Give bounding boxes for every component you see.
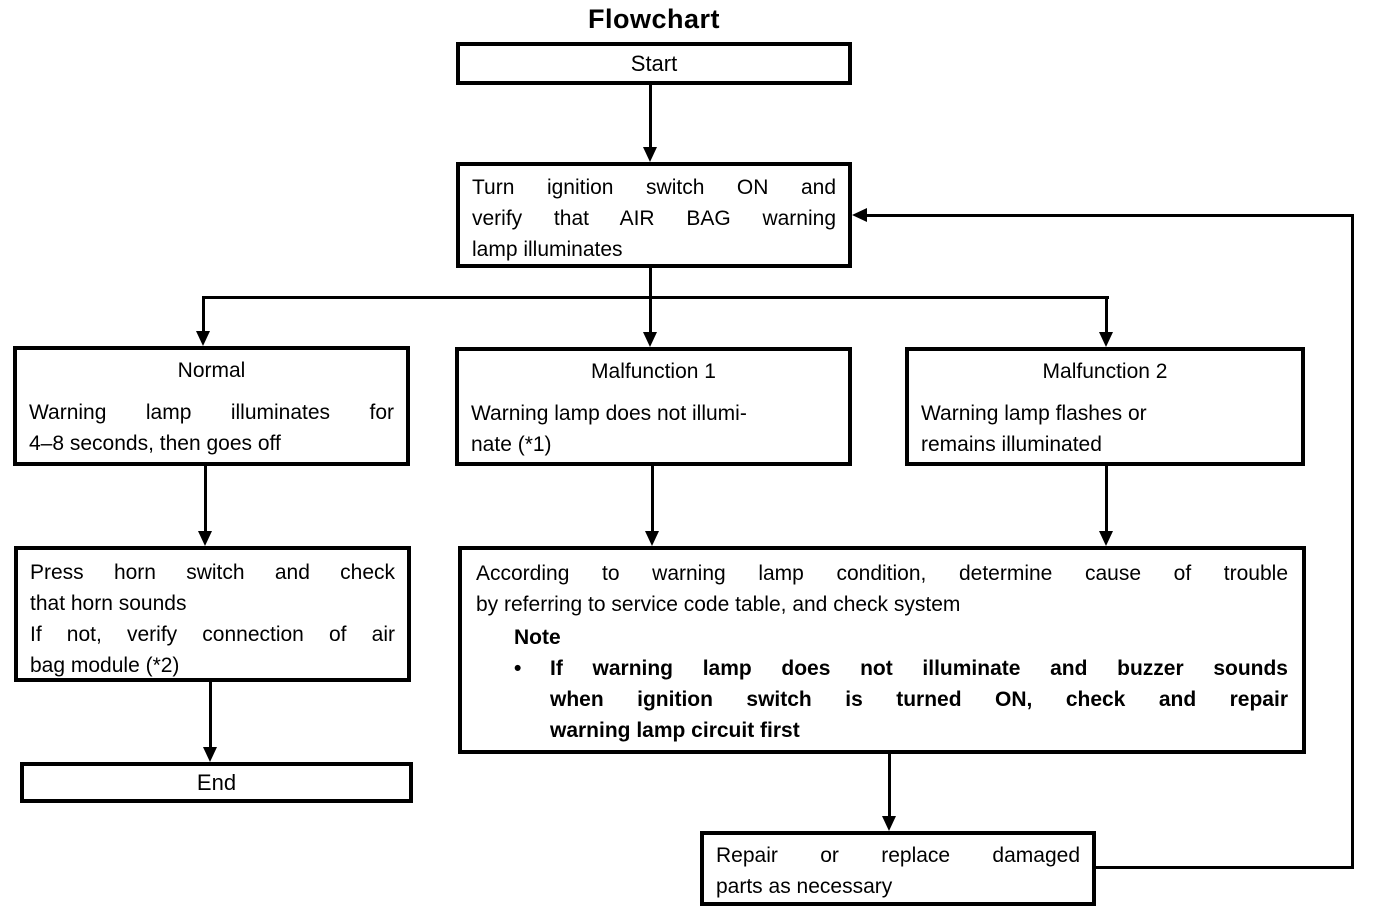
arrowhead-malfunction2-to-determine [1099,531,1113,546]
arrowhead-branch-to-normal [196,331,210,346]
normal-heading: Normal [177,359,246,382]
connector-malfunction2-to-determine [1105,466,1108,532]
connector-ignition-to-branch [649,268,652,299]
normal-line: Warning lamp illuminates for [29,401,394,424]
determine-line: by referring to service code table, and … [476,593,961,616]
page-title: Flowchart [587,4,720,34]
end-label: End [196,770,237,795]
horn-line: If not, verify connection of air [30,623,395,646]
repair-line: Repair or replace damaged [716,844,1080,867]
connector-repair-feedback-bottom [1095,866,1354,869]
connector-malfunction1-to-determine [651,466,654,532]
note-line: If warning lamp does not illuminate and … [550,657,1288,680]
repair-node: Repair or replace damaged parts as neces… [700,831,1096,906]
connector-feedback-top [866,214,1354,217]
arrowhead-branch-to-malfunction2 [1099,332,1113,347]
connector-branch-bar [202,296,1109,299]
horn-line: bag module (*2) [30,654,180,677]
arrowhead-normal-to-horn [198,531,212,546]
note-line: warning lamp circuit first [550,719,800,742]
connector-feedback-riser [1351,214,1354,869]
malfunction2-line: remains illuminated [921,433,1102,456]
end-node: End [20,762,413,803]
connector-horn-to-end [209,681,212,748]
malfunction1-node: Malfunction 1 Warning lamp does not illu… [455,347,852,466]
horn-line: Press horn switch and check [30,561,395,584]
normal-line: 4–8 seconds, then goes off [29,432,281,455]
ignition-line: verify that AIR BAG warning [472,207,836,230]
malfunction2-heading: Malfunction 2 [1042,360,1168,383]
ignition-line: Turn ignition switch ON and [472,176,836,199]
connector-branch-to-malfunction2 [1105,296,1108,333]
connector-determine-to-repair [888,753,891,817]
malfunction2-node: Malfunction 2 Warning lamp flashes or re… [905,347,1305,466]
horn-line: that horn sounds [30,592,187,615]
arrowhead-feedback-to-ignition [852,208,867,222]
malfunction1-line: Warning lamp does not illumi- [471,402,747,425]
connector-start-to-ignition [649,85,652,149]
connector-branch-to-normal [202,296,205,332]
arrowhead-determine-to-repair [882,816,896,831]
ignition-check-node: Turn ignition switch ON and verify that … [456,162,852,268]
determine-line: According to warning lamp condition, det… [476,562,1288,585]
malfunction1-line: nate (*1) [471,433,552,456]
repair-line: parts as necessary [716,875,893,898]
malfunction1-heading: Malfunction 1 [591,360,716,383]
note-bullet-item: • If warning lamp does not illuminate an… [514,653,1288,746]
note-line: when ignition switch is turned ON, check… [550,688,1288,711]
connector-normal-to-horn [204,466,207,532]
arrowhead-branch-to-malfunction1 [643,332,657,347]
arrowhead-horn-to-end [203,747,217,762]
horn-check-node: Press horn switch and check that horn so… [14,546,411,682]
determine-cause-node: According to warning lamp condition, det… [458,546,1306,754]
arrowhead-malfunction1-to-determine [645,531,659,546]
malfunction2-line: Warning lamp flashes or [921,402,1147,425]
start-label: Start [630,51,678,76]
start-node: Start [456,42,852,85]
bullet-icon: • [514,657,522,680]
note-heading: Note [514,626,561,649]
ignition-line: lamp illuminates [472,238,623,261]
arrowhead-start-to-ignition [643,147,657,162]
normal-node: Normal Warning lamp illuminates for 4–8 … [13,346,410,466]
connector-branch-to-malfunction1 [649,296,652,333]
